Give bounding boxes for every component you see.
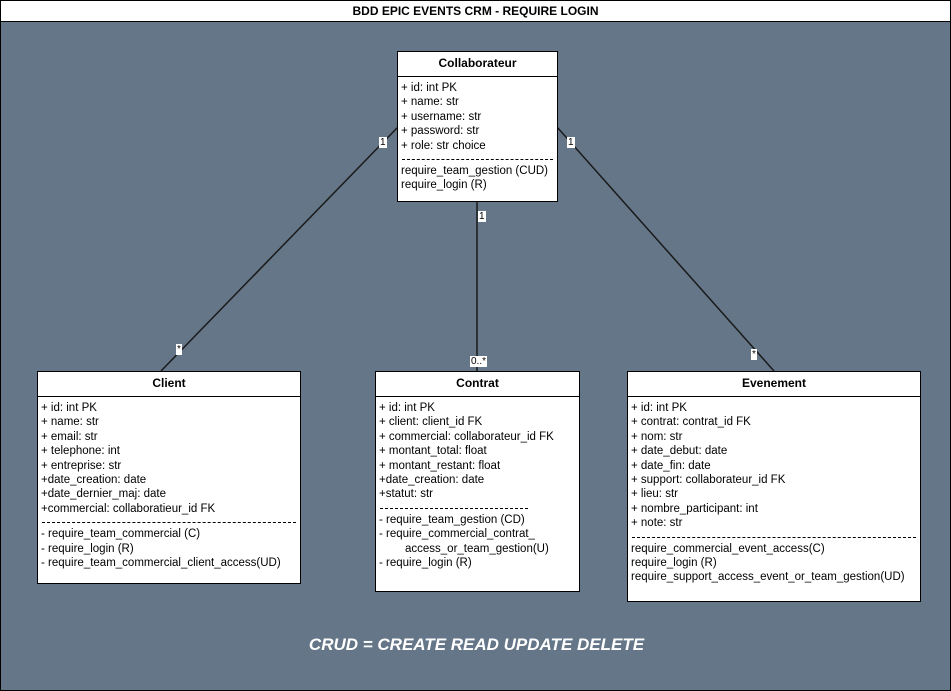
attribute: +date_creation: date <box>379 474 485 487</box>
divider <box>42 522 296 524</box>
method: require_team_gestion (CUD) <box>401 165 549 178</box>
mult-collaborateur-evenement-to: * <box>751 349 757 360</box>
attribute: + date_debut: date <box>631 445 728 458</box>
method: - require_team_commercial_client_access(… <box>41 557 281 570</box>
method-continued: access_or_team_gestion(U) <box>405 542 549 555</box>
method: - require_team_commercial (C) <box>41 528 201 541</box>
method: require_login (R) <box>401 179 487 192</box>
entity-collaborateur: Collaborateur + id: int PK + name: str +… <box>397 51 558 202</box>
method: require_login (R) <box>631 557 717 570</box>
attribute: + entreprise: str <box>41 459 122 472</box>
attribute: + montant_restant: float <box>379 459 501 472</box>
mult-collaborateur-contrat-to: 0..* <box>470 356 488 367</box>
attribute: + role: str choice <box>401 139 486 152</box>
method: - require_team_gestion (CD) <box>379 513 525 526</box>
attribute: + name: str <box>41 416 99 429</box>
method: - require_login (R) <box>379 557 472 570</box>
attribute: + lieu: str <box>631 488 678 501</box>
mult-collaborateur-contrat-from: 1 <box>478 211 486 222</box>
entity-evenement: Evenement + id: int PK + contrat: contra… <box>627 371 921 602</box>
attribute: + id: int PK <box>379 402 435 414</box>
attribute: + nom: str <box>631 430 683 443</box>
attribute: + commercial: collaborateur_id FK <box>379 430 554 443</box>
attribute: +statut: str <box>379 488 434 501</box>
attribute: +date_creation: date <box>41 474 147 487</box>
entity-title: Evenement <box>628 372 920 397</box>
attribute: + support: collaborateur_id FK <box>631 474 786 487</box>
divider <box>402 159 553 161</box>
attribute: + email: str <box>41 430 98 443</box>
method: - require_login (R) <box>41 542 134 555</box>
attribute: + contrat: contrat_id FK <box>631 416 751 429</box>
attribute: + password: str <box>401 125 480 138</box>
relation-line-collaborateur-client <box>160 126 399 372</box>
attribute: + date_fin: date <box>631 459 711 472</box>
diagram-title: BDD EPIC EVENTS CRM - REQUIRE LOGIN <box>1 1 950 22</box>
attribute: +date_dernier_maj: date <box>41 488 166 501</box>
method: require_commercial_event_access(C) <box>631 542 825 555</box>
entity-title: Collaborateur <box>398 52 557 77</box>
entity-contrat: Contrat + id: int PK + client: client_id… <box>375 371 580 592</box>
crud-legend: CRUD = CREATE READ UPDATE DELETE <box>308 635 645 654</box>
divider <box>632 536 916 538</box>
attribute: +commercial: collaboratieur_id FK <box>41 502 216 515</box>
attribute: + id: int PK <box>631 402 687 414</box>
attribute: + id: int PK <box>41 402 97 414</box>
attribute: + nombre_participant: int <box>631 502 758 515</box>
attribute: + username: str <box>401 110 482 123</box>
attribute: + note: str <box>631 517 683 530</box>
attribute: + telephone: int <box>41 445 120 458</box>
mult-collaborateur-client-to: * <box>176 344 182 355</box>
method: - require_commercial_contrat_ <box>379 528 535 541</box>
relation-line-collaborateur-evenement <box>556 126 775 372</box>
attribute: + client: client_id FK <box>379 416 483 429</box>
attribute: + name: str <box>401 96 459 109</box>
entity-client: Client + id: int PK + name: str + email:… <box>37 371 301 584</box>
entity-title: Contrat <box>376 372 579 397</box>
divider <box>380 507 528 509</box>
attribute: + montant_total: float <box>379 445 487 458</box>
method: require_support_access_event_or_team_ges… <box>631 571 905 584</box>
attribute: + id: int PK <box>401 82 457 94</box>
mult-collaborateur-client-from: 1 <box>379 137 387 148</box>
entity-title: Client <box>38 372 300 397</box>
mult-collaborateur-evenement-from: 1 <box>567 137 575 148</box>
